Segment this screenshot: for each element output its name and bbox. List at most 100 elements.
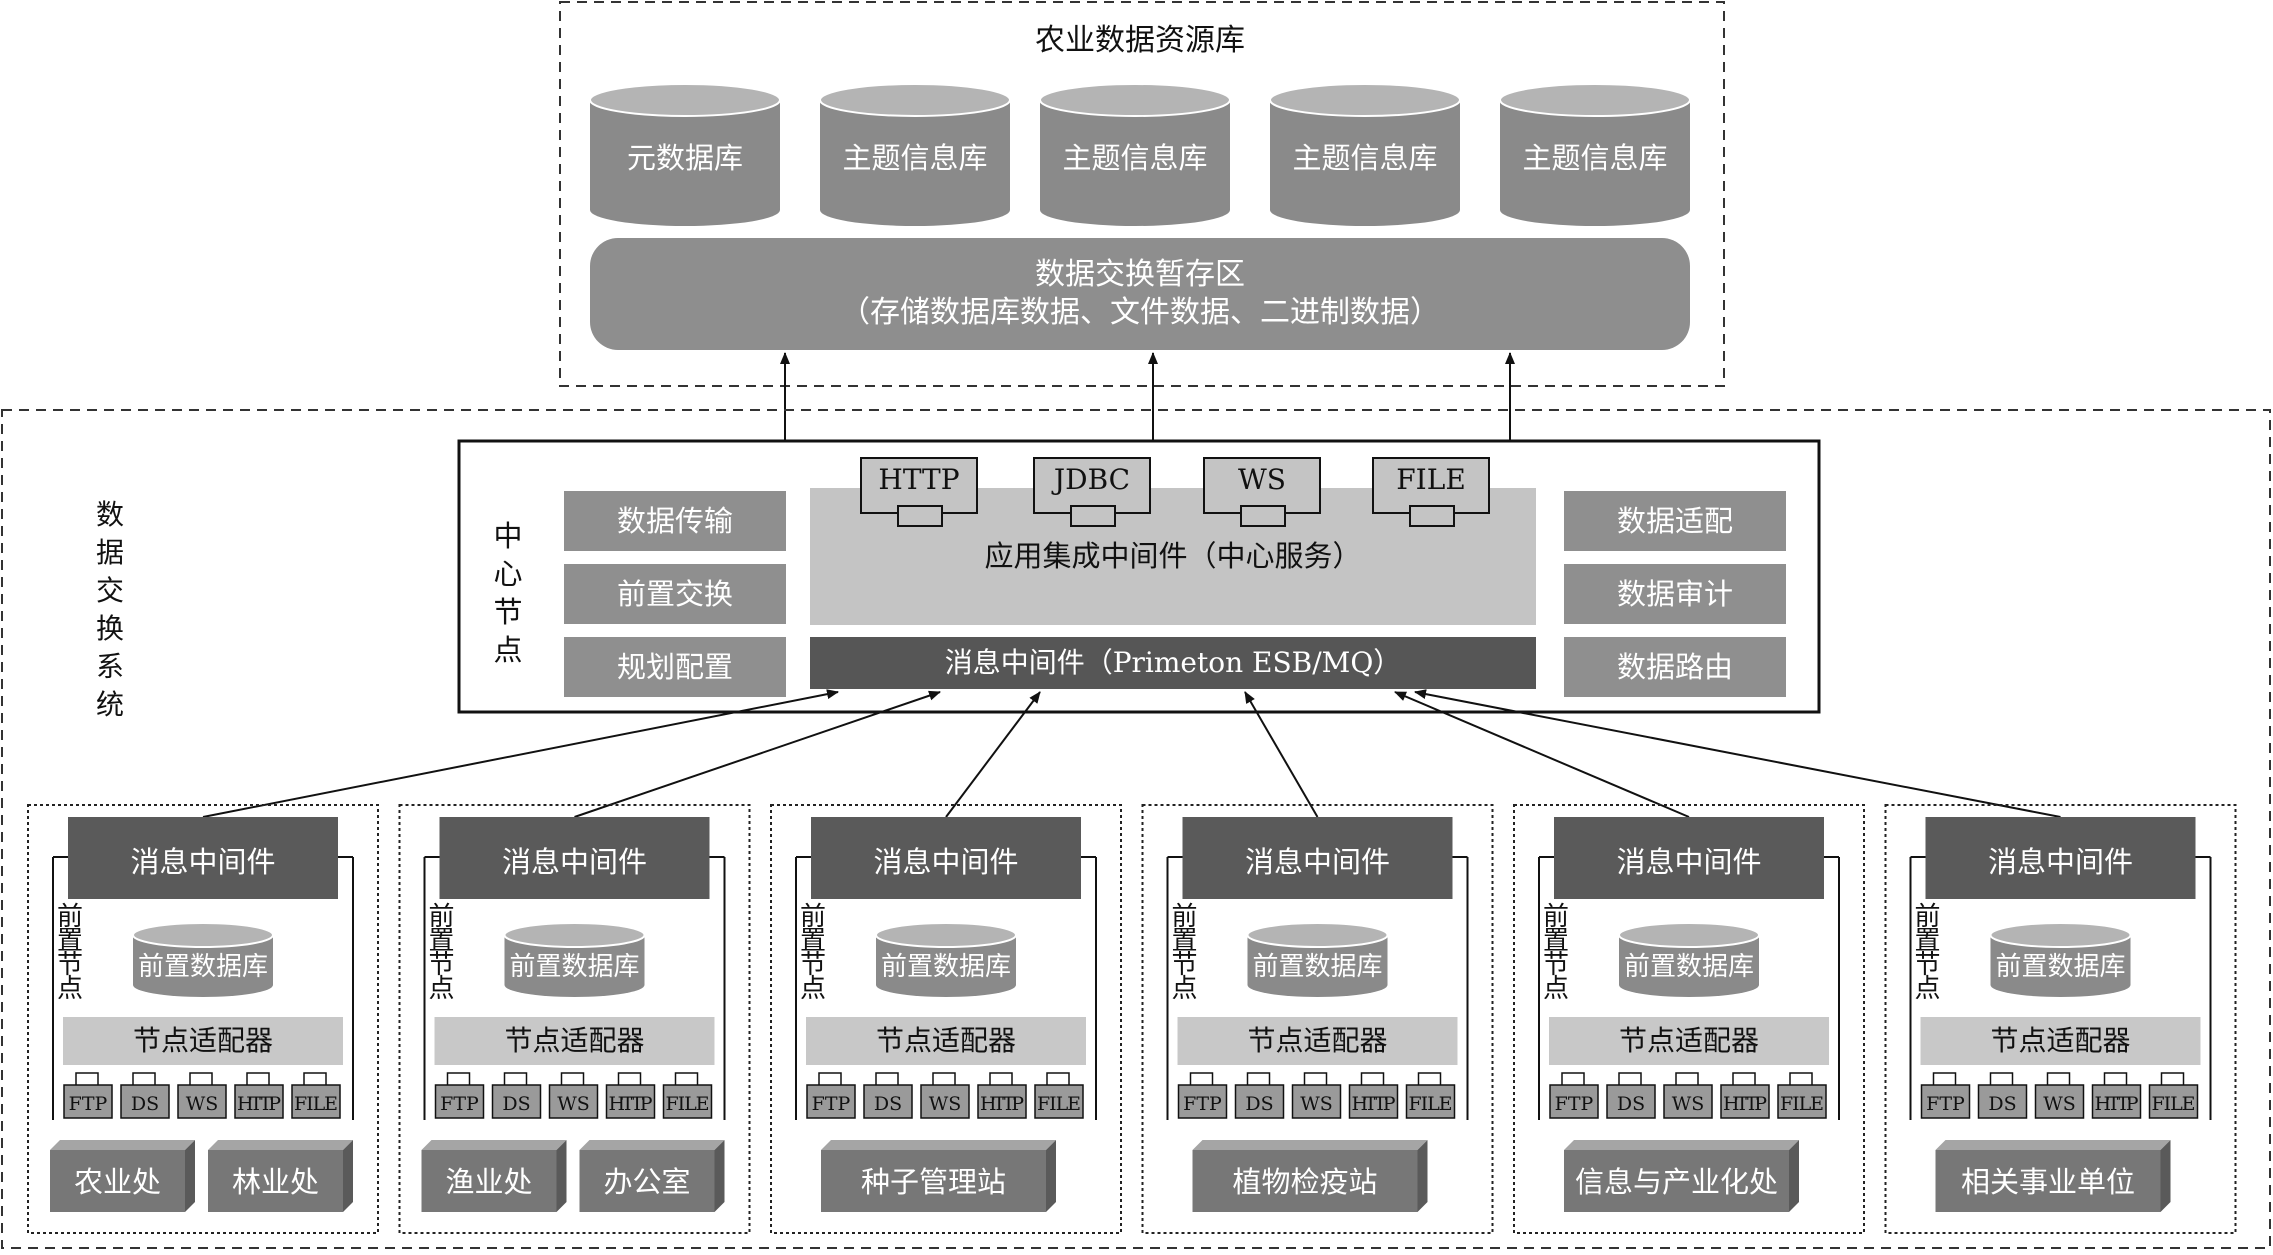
source-unit-label: 农业处 <box>74 1165 161 1199</box>
connector-label: DS <box>131 1093 159 1115</box>
database-cylinder: 主题信息库 <box>819 83 1011 226</box>
front-db-label: 前置数据库 <box>1995 952 2125 982</box>
connector-box <box>2091 1084 2142 1119</box>
source-unit-top <box>1935 1140 2171 1150</box>
connector-label: FILE <box>2152 1093 2196 1115</box>
protocol-connector-plug <box>897 505 943 527</box>
front-node-header-label: 消息中间件 <box>1616 845 1761 879</box>
source-unit-side <box>343 1140 353 1212</box>
database-top <box>1269 83 1461 117</box>
database-body <box>590 100 780 226</box>
node-adapter-label: 节点适配器 <box>133 1024 273 1057</box>
connector-label: DS <box>1988 1093 2016 1115</box>
front-node-label-char: 节 <box>1171 950 1197 980</box>
staging-area-box <box>590 238 1690 350</box>
front-db-label: 前置数据库 <box>881 952 1011 982</box>
front-node-label-char: 前 <box>1914 902 1940 932</box>
front-node-header <box>811 817 1081 899</box>
source-unit-front <box>1935 1150 2161 1212</box>
resource-library-title: 农业数据资源库 <box>1035 23 1245 58</box>
right-function-button <box>1564 564 1786 624</box>
front-node-label-char: 前 <box>428 902 454 932</box>
connector-box <box>1777 1084 1827 1119</box>
front-db-body <box>1619 935 1759 997</box>
front-node-header <box>439 817 710 899</box>
protocol-connector-plug <box>1240 505 1286 527</box>
protocol-connector-box <box>1372 457 1490 514</box>
source-unit-label: 办公室 <box>603 1165 690 1199</box>
resource-library-panel: 农业数据资源库 <box>559 1 1725 387</box>
connector-label: FTP <box>69 1093 108 1115</box>
front-to-bus-arrow <box>1414 689 2061 818</box>
source-unit-label: 种子管理站 <box>861 1165 1006 1199</box>
exchange-system-label-char: 据 <box>96 536 124 569</box>
connector-box <box>806 1084 856 1119</box>
front-db-label: 前置数据库 <box>1252 952 1382 982</box>
front-to-bus-arrow <box>1394 691 1690 818</box>
database-top <box>1039 83 1231 117</box>
right-function-button <box>1564 491 1786 551</box>
connector-label: HTTP <box>1723 1093 1767 1115</box>
protocol-label: JDBC <box>1051 463 1130 496</box>
front-node-label-char: 节 <box>428 950 454 980</box>
front-node-border <box>398 804 751 1234</box>
center-node-label-char: 中 <box>493 519 522 553</box>
connector-box <box>491 1084 542 1119</box>
front-node-label-char: 前 <box>800 902 826 932</box>
front-node-label-char: 节 <box>1914 950 1940 980</box>
source-unit-front <box>50 1150 185 1212</box>
connector-box <box>1549 1084 1599 1119</box>
source-unit-top <box>50 1140 195 1150</box>
front-node-border <box>1513 804 1865 1234</box>
node-adapter-label: 节点适配器 <box>1247 1024 1387 1057</box>
front-db-label: 前置数据库 <box>138 952 268 982</box>
node-adapter-box <box>434 1017 715 1065</box>
front-node-header-label: 消息中间件 <box>1245 845 1390 879</box>
front-db-top <box>503 922 646 948</box>
front-node-bracket <box>1538 856 1840 1120</box>
center-node-label-char: 点 <box>493 633 522 667</box>
connector-box <box>977 1084 1027 1119</box>
connector-label: HTTP <box>237 1093 281 1115</box>
left-function-label: 前置交换 <box>617 577 733 611</box>
front-node-label-char: 置 <box>1914 926 1940 956</box>
front-node-label-char: 点 <box>1543 974 1569 1004</box>
source-unit-label: 林业处 <box>232 1165 319 1199</box>
staging-area-title: 数据交换暂存区 <box>1035 257 1245 292</box>
front-db-top <box>1989 922 2132 948</box>
front-node-bracket <box>1909 856 2212 1120</box>
front-to-bus-arrow <box>574 690 941 818</box>
message-bus-box <box>810 637 1536 689</box>
source-unit-front <box>421 1150 557 1212</box>
front-node-header-label: 消息中间件 <box>1988 845 2133 879</box>
source-unit-top <box>1192 1140 1428 1150</box>
front-to-bus-arrows <box>202 689 2061 818</box>
connector-box <box>1920 1084 1971 1119</box>
node-adapter-box <box>1177 1017 1458 1065</box>
connector-box <box>234 1084 284 1119</box>
integration-middleware-label: 应用集成中间件（中心服务） <box>984 539 1361 573</box>
front-db-body <box>876 935 1016 997</box>
source-unit-top <box>421 1140 567 1150</box>
connector-label: FILE <box>1037 1093 1081 1115</box>
connector-label: FTP <box>440 1093 479 1115</box>
database-body <box>820 100 1010 226</box>
node-adapter-label: 节点适配器 <box>504 1024 644 1057</box>
connector-box <box>1291 1084 1342 1119</box>
front-node-header <box>1554 817 1824 899</box>
database-label: 元数据库 <box>627 141 743 175</box>
connector-label: FILE <box>1780 1093 1824 1115</box>
connector-label: HTTP <box>609 1093 653 1115</box>
front-db-label: 前置数据库 <box>509 952 639 982</box>
connector-label: HTTP <box>2095 1093 2139 1115</box>
protocol-label: HTTP <box>878 463 959 496</box>
source-unit-front <box>1564 1150 1789 1212</box>
front-node-border <box>770 804 1122 1234</box>
left-function-button <box>564 564 786 624</box>
